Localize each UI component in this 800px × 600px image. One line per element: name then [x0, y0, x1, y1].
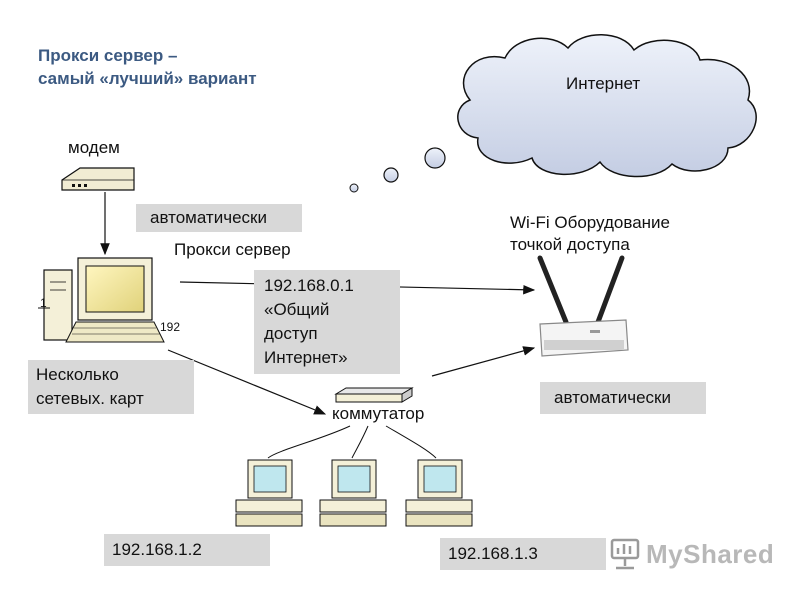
wifi-router-icon [537, 255, 629, 357]
network-cards-line-1: Несколько [36, 365, 119, 384]
watermark: MyShared [646, 536, 774, 572]
page-title: Прокси сервер – самый «лучший» вариант [38, 44, 338, 90]
proxy-computer-icon [38, 257, 165, 343]
wifi-mode-label: автоматически [554, 388, 671, 407]
switch-label: коммутатор [332, 404, 425, 423]
modem-label: модем [68, 138, 120, 157]
client-ip-box-left: 192.168.1.2 [104, 534, 270, 566]
shared-ip-line-2: «Общий [264, 300, 330, 319]
shared-ip-line-4: Интернет» [264, 348, 348, 367]
client-ip-box-right: 192.168.1.3 [440, 538, 606, 570]
shared-ip-line-3: доступ [264, 324, 318, 343]
modem-icon [61, 167, 135, 191]
client-ip-left: 192.168.1.2 [112, 540, 202, 559]
client-ip-right: 192.168.1.3 [448, 544, 538, 563]
client-computer-3-icon [405, 459, 473, 527]
wifi-title-line-2: точкой доступа [510, 235, 630, 254]
proxy-server-label: Прокси сервер [174, 240, 291, 259]
network-cards-box: Несколько сетевых. карт [28, 360, 194, 414]
wifi-mode-box: автоматически [540, 382, 706, 414]
internet-label: Интернет [566, 74, 641, 93]
shared-ip-line-1: 192.168.0.1 [264, 276, 354, 295]
client-computer-1-icon [235, 459, 303, 527]
switch-to-router-arrow [431, 346, 536, 377]
modem-mode-label: автоматически [150, 208, 267, 227]
title-line-2: самый «лучший» вариант [38, 69, 257, 88]
watermark-logo-icon [610, 538, 640, 570]
nic-label-top: 1 [40, 296, 47, 310]
switch-icon [334, 387, 414, 403]
network-cards-line-2: сетевых. карт [36, 389, 144, 408]
nic-label-right: 192 [160, 320, 181, 334]
internet-cloud-icon [349, 34, 757, 193]
wifi-title: Wi-Fi Оборудование точкой доступа [510, 212, 670, 256]
proxy-to-switch-arrow [167, 349, 327, 415]
modem-mode-box: автоматически [136, 204, 302, 232]
title-line-1: Прокси сервер – [38, 46, 178, 65]
switch-client-links [267, 425, 437, 459]
wifi-title-line-1: Wi-Fi Оборудование [510, 213, 670, 232]
client-computer-2-icon [319, 459, 387, 527]
watermark-text: MyShared [646, 538, 775, 569]
shared-ip-box: 192.168.0.1 «Общий доступ Интернет» [254, 270, 400, 374]
